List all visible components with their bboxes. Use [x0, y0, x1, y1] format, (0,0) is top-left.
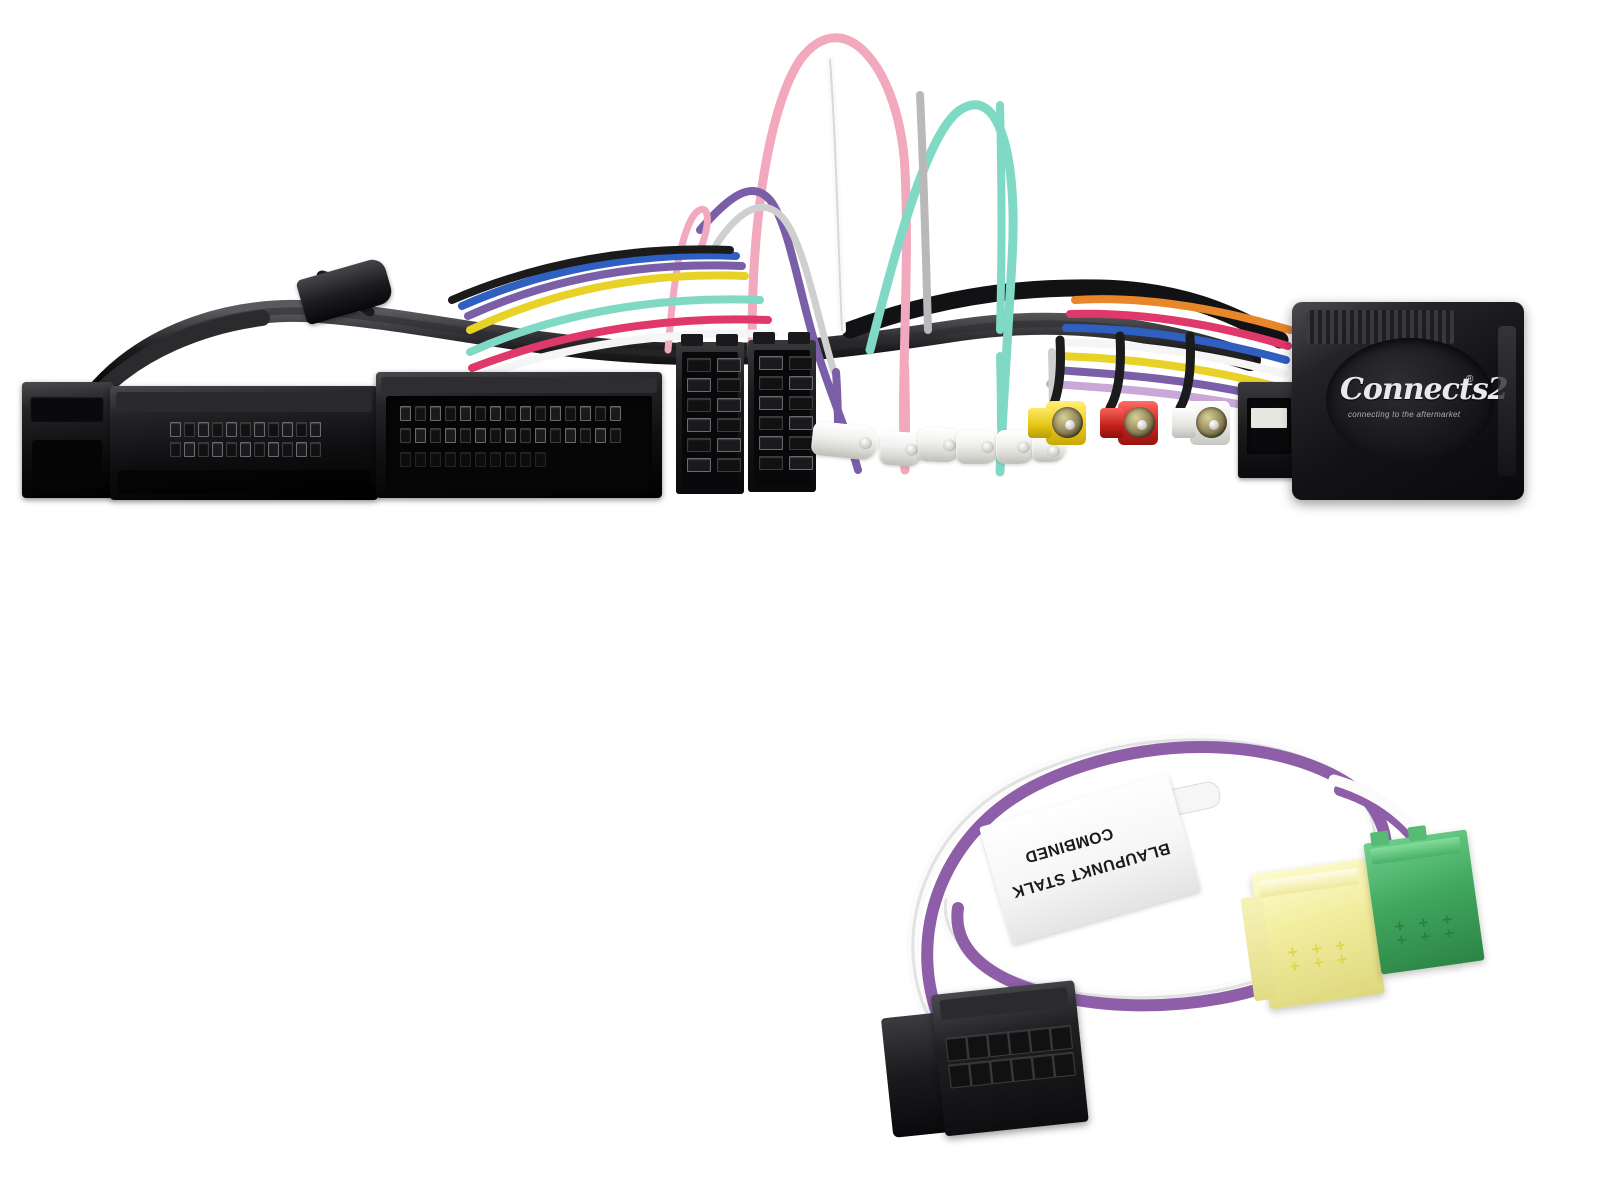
iso-speaker-connector [748, 332, 816, 492]
cable-label-tag: COMBINED BLAUPUNKT STALK [978, 773, 1202, 945]
module-logo-recess [1326, 338, 1494, 462]
registered-mark: ® [1466, 374, 1474, 385]
iso-power-connector [676, 334, 744, 494]
rca-audio-red [1100, 400, 1158, 446]
quadlock-connector-a [110, 386, 378, 500]
connects2-interface-module: Connects2 ® connecting to the aftermarke… [1292, 302, 1524, 500]
module-side-detail [1498, 326, 1516, 476]
quadlock-connector-b [376, 372, 662, 498]
connects2-tagline: connecting to the aftermarket [1348, 410, 1461, 419]
usb-port [1238, 382, 1300, 478]
bullet-connectors [806, 410, 1066, 500]
molex-12pin-connector [879, 980, 1089, 1144]
connects2-logo-text: Connects2 [1340, 372, 1508, 407]
mini-iso-green-connector [1363, 825, 1485, 975]
small-black-connector [22, 382, 114, 498]
rca-video-yellow [1028, 400, 1086, 446]
split-wire-boot [295, 256, 395, 326]
rca-audio-white [1172, 400, 1230, 446]
mini-iso-yellow-connector [1240, 858, 1385, 1010]
module-rib-detail [1306, 310, 1456, 344]
stalk-adaptor-lead-assembly: COMBINED BLAUPUNKT STALK [860, 690, 1600, 1160]
main-harness-assembly: Connects2 ® connecting to the aftermarke… [0, 0, 1600, 560]
connects2-logo: Connects2 ® connecting to the aftermarke… [1340, 372, 1508, 430]
